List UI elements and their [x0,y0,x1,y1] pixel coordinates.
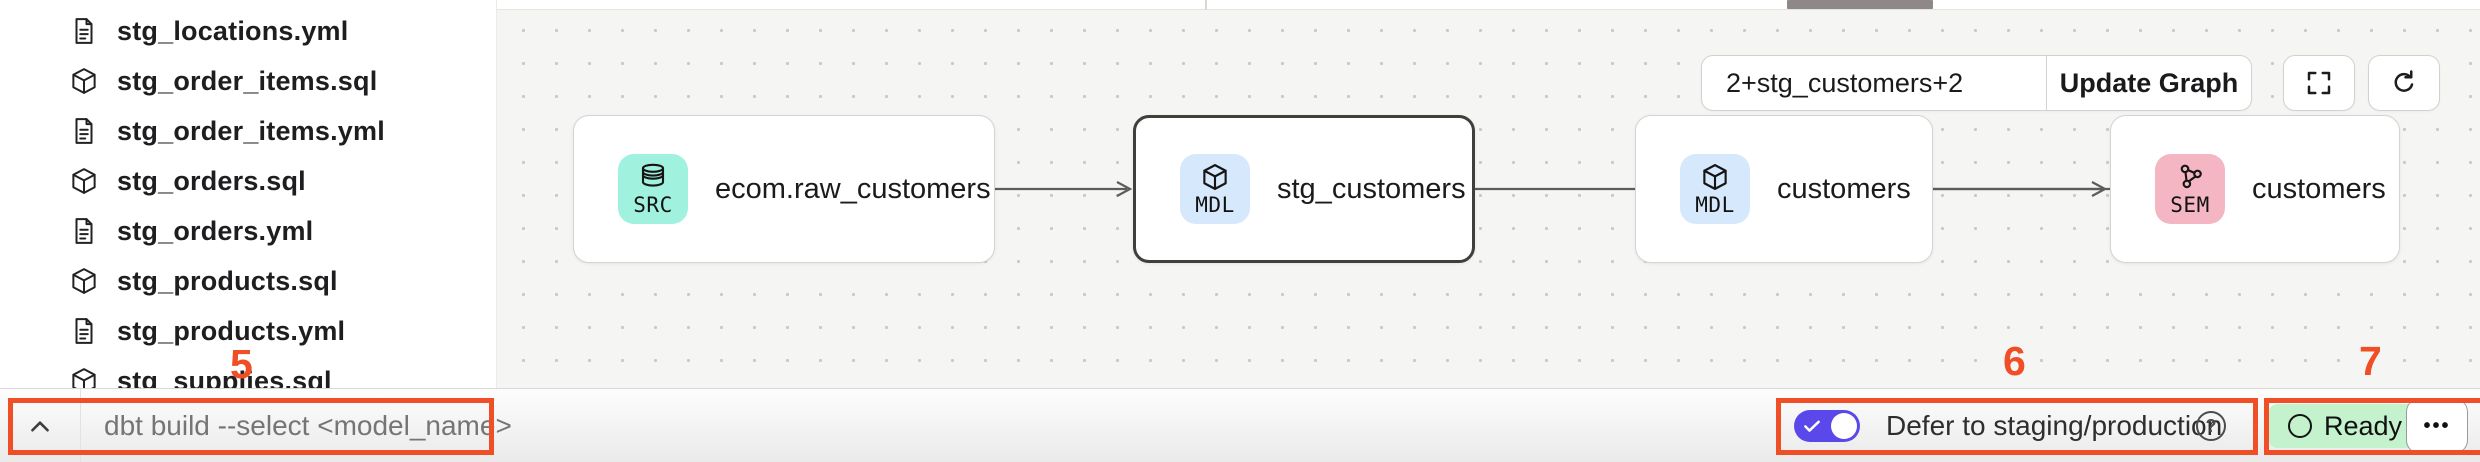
editor-bottom-strip [497,0,2480,10]
file-row-stg-orders-sql[interactable]: stg_orders.sql [0,156,496,206]
selector-divider [2046,56,2047,110]
fullscreen-button[interactable] [2283,55,2355,111]
lineage-node-customers-semantic[interactable]: SEM customers [2110,115,2400,263]
file-name: stg_orders.yml [117,215,314,246]
badge-label: SEM [2170,192,2210,217]
source-badge: SRC [618,154,688,224]
node-title: customers [1777,172,1911,205]
fullscreen-icon [2307,71,2331,95]
lineage-node-source-raw-customers[interactable]: SRC ecom.raw_customers [573,115,995,263]
file-name: stg_supplies.sql [117,365,332,389]
semantic-badge: SEM [2155,154,2225,224]
badge-label: SRC [633,192,673,217]
database-icon [641,163,665,187]
ide-status-ready-badge[interactable]: Ready [2268,404,2423,448]
file-list: stg_locations.yml stg_order_items.sql st… [0,6,496,388]
file-row-stg-products-sql[interactable]: stg_products.sql [0,256,496,306]
semantic-graph-icon [2180,164,2202,188]
model-badge: MDL [1680,154,1750,224]
sql-model-cube-icon [68,65,100,97]
yml-file-icon [68,315,100,347]
node-title: customers [2252,172,2386,205]
chevron-up-icon [31,421,49,432]
horizontal-scrollbar-thumb[interactable] [1787,0,1933,9]
file-name: stg_order_items.yml [117,115,385,146]
defer-toggle[interactable] [1794,410,1860,442]
refresh-icon [2394,70,2414,92]
help-icon[interactable]: ? [2196,411,2226,441]
file-name: stg_orders.sql [117,165,306,196]
file-row-clipped[interactable]: stg_supplies.sql [0,356,496,388]
cube-icon [1203,163,1227,190]
file-row-stg-orders-yml[interactable]: stg_orders.yml [0,206,496,256]
expand-panel-button[interactable] [24,411,56,443]
lineage-node-stg-customers-selected[interactable]: MDL stg_customers [1133,115,1475,263]
lineage-graph-canvas[interactable]: SRC ecom.raw_customers MDL stg_customers… [497,0,2480,388]
tab-divider [1205,0,1207,10]
lineage-node-customers-model[interactable]: MDL customers [1635,115,1933,263]
graph-selector-input[interactable] [1702,56,2046,110]
node-title: ecom.raw_customers [715,172,991,205]
yml-file-icon [68,115,100,147]
toggle-knob [1831,413,1857,439]
file-row-stg-locations-yml[interactable]: stg_locations.yml [0,6,496,56]
badge-label: MDL [1695,192,1735,217]
command-bar-divider [80,389,81,462]
node-title: stg_customers [1277,172,1466,205]
status-label: Ready [2324,410,2403,441]
file-name: stg_order_items.sql [117,65,378,96]
more-options-button[interactable]: ••• [2406,398,2468,454]
file-name: stg_locations.yml [117,15,349,46]
sql-model-cube-icon [68,165,100,197]
command-bar: dbt build --select <model_name> Defer to… [0,388,2480,462]
graph-selector-group: Update Graph [1701,55,2252,111]
file-row-stg-order-items-yml[interactable]: stg_order_items.yml [0,106,496,156]
check-icon [1802,416,1822,436]
update-graph-button[interactable]: Update Graph [2047,56,2251,110]
sql-model-cube-icon [68,365,100,388]
yml-file-icon [68,215,100,247]
badge-label: MDL [1195,192,1235,217]
file-explorer-sidebar: stg_locations.yml stg_order_items.sql st… [0,0,497,388]
dbt-command-input[interactable]: dbt build --select <model_name> [104,410,512,441]
file-row-stg-order-items-sql[interactable]: stg_order_items.sql [0,56,496,106]
file-row-stg-products-yml[interactable]: stg_products.yml [0,306,496,356]
yml-file-icon [68,15,100,47]
file-name: stg_products.sql [117,265,338,296]
model-badge: MDL [1180,154,1250,224]
refresh-button[interactable] [2368,55,2440,111]
file-name: stg_products.yml [117,315,346,346]
cube-icon [1703,163,1727,190]
status-circle-icon [2288,414,2312,438]
sql-model-cube-icon [68,265,100,297]
defer-toggle-label: Defer to staging/production [1886,410,2223,441]
